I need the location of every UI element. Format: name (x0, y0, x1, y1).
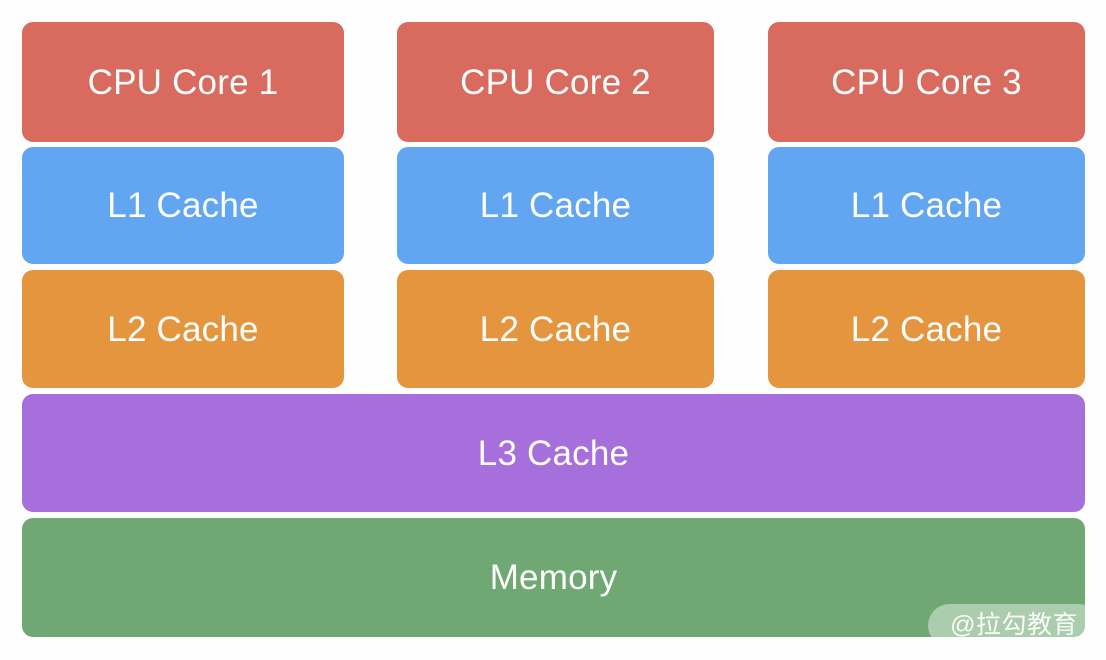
l1-cache-core-1-block: L1 Cache (22, 147, 344, 264)
l1-cache-core-3-block: L1 Cache (768, 147, 1085, 264)
cpu-core-1-block: CPU Core 1 (22, 22, 344, 142)
memory-block: Memory (22, 518, 1085, 637)
l2-cache-core-2-block: L2 Cache (397, 270, 714, 388)
cpu-core-2-block: CPU Core 2 (397, 22, 714, 142)
watermark-badge: @拉勾教育 (928, 604, 1100, 647)
l1-cache-core-2-block: L1 Cache (397, 147, 714, 264)
cpu-core-3-block: CPU Core 3 (768, 22, 1085, 142)
l3-cache-block: L3 Cache (22, 394, 1085, 512)
l2-cache-core-1-block: L2 Cache (22, 270, 344, 388)
l2-cache-core-3-block: L2 Cache (768, 270, 1085, 388)
